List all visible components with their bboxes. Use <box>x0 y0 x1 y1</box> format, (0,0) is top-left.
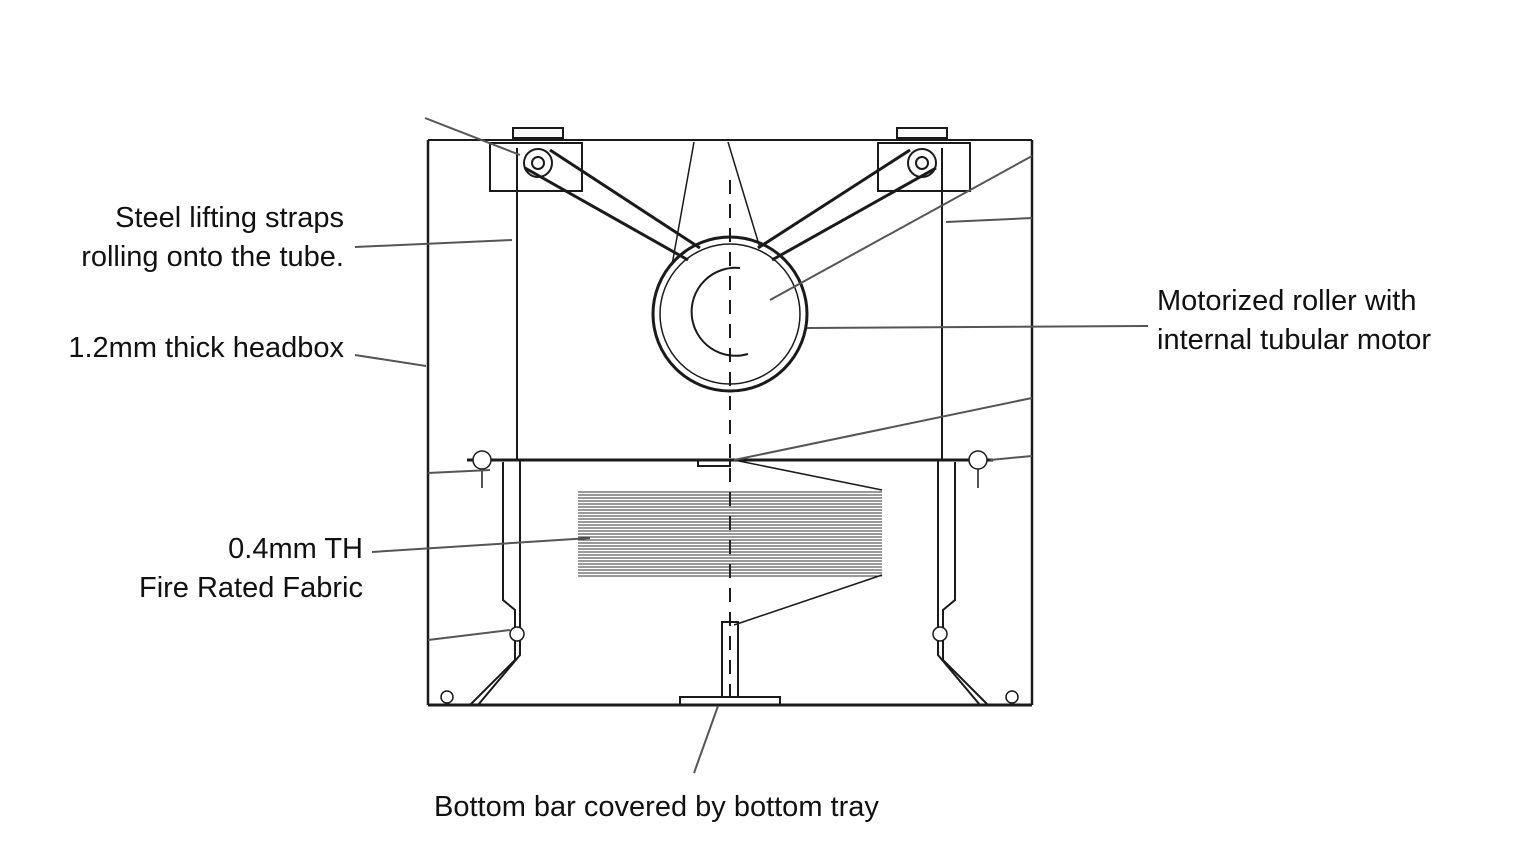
leader-fabric-2 <box>427 629 511 641</box>
leader-motor-4 <box>733 397 1033 461</box>
leader-lines <box>354 117 1149 774</box>
label-motorized-roller: Motorized roller with internal tubular m… <box>1157 282 1431 360</box>
label-fabric: 0.4mm TH Fire Rated Fabric <box>139 530 363 608</box>
label-motorized-roller-line2: internal tubular motor <box>1157 324 1432 356</box>
label-headbox: 1.2mm thick headbox <box>68 329 344 368</box>
motorized-roller <box>651 141 809 705</box>
label-fabric-line2: Fire Rated Fabric <box>138 572 363 604</box>
label-motorized-roller-line1: Motorized roller with <box>1157 285 1417 317</box>
leader-motor-3 <box>945 217 1033 223</box>
leader-motor <box>806 325 1149 329</box>
bottom-bar <box>679 459 781 706</box>
label-bottom-bar-line1: Bottom bar covered by bottom tray <box>434 791 879 823</box>
leader-motor-5 <box>989 455 1033 461</box>
leader-straps <box>354 239 513 248</box>
leader-fabric-3 <box>427 469 491 474</box>
label-fabric-line1: 0.4mm TH <box>228 533 363 565</box>
leader-motor-2 <box>769 155 1033 301</box>
fabric-drop <box>733 459 883 626</box>
label-steel-straps-line1: Steel lifting straps <box>115 202 344 234</box>
leader-straps-top <box>424 117 521 156</box>
leader-headbox <box>354 354 427 367</box>
leader-bottom-bar <box>693 705 719 774</box>
steel-straps <box>524 148 937 262</box>
fabric-roll <box>578 491 882 577</box>
label-headbox-line1: 1.2mm thick headbox <box>68 332 344 364</box>
leader-fabric <box>371 537 591 553</box>
fasteners <box>440 450 1019 704</box>
label-steel-straps-line2: rolling onto the tube. <box>81 241 344 273</box>
label-bottom-bar: Bottom bar covered by bottom tray <box>434 788 879 827</box>
label-steel-straps: Steel lifting straps rolling onto the tu… <box>81 199 344 277</box>
